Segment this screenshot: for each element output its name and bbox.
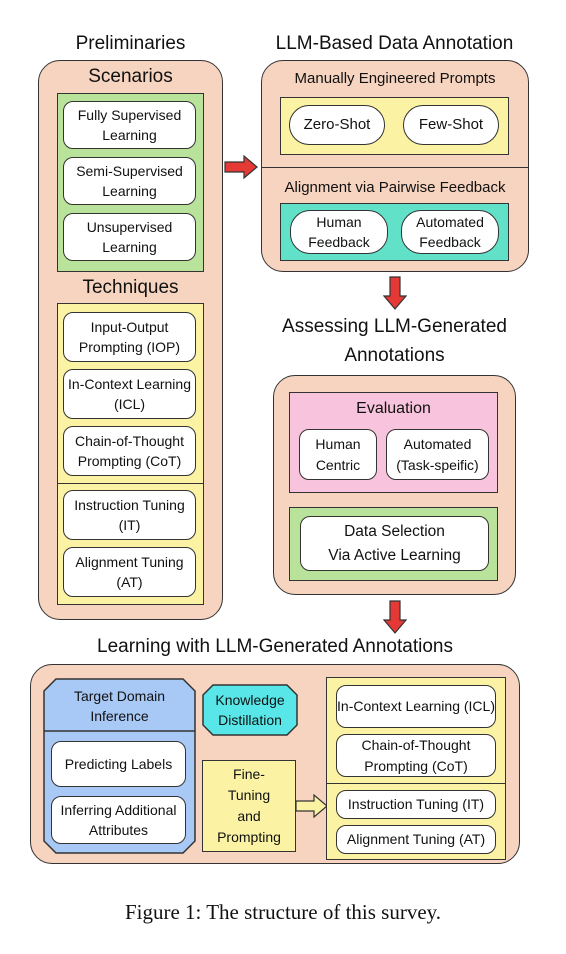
inferring-attributes-box: Inferring Additional Attributes	[51, 796, 186, 844]
predicting-labels-box: Predicting Labels	[51, 741, 186, 787]
automated-feedback-box: Automated Feedback	[401, 210, 499, 254]
preliminaries-title: Preliminaries	[75, 33, 186, 54]
target-domain-heading: Target Domain Inference	[73, 688, 166, 725]
techniques-heading: Techniques	[82, 277, 179, 298]
technique-iop: Input-Output Prompting (IOP)	[63, 312, 196, 362]
technique-icl-label: In-Context Learning (ICL)	[68, 375, 191, 412]
evaluation-heading: Evaluation	[356, 400, 431, 417]
scenario-unsupervised-label: Unsupervised Learning	[86, 218, 173, 255]
arrow-right-outline-icon	[296, 794, 328, 818]
pairwise-feedback-heading: Alignment via Pairwise Feedback	[284, 179, 506, 196]
learning-title: Learning with LLM-Generated Annotations	[97, 636, 453, 657]
automated-feedback-label: Automated Feedback	[416, 213, 484, 250]
manual-prompts-heading: Manually Engineered Prompts	[294, 70, 496, 87]
finetuning-box: Fine-Tuning and Prompting	[202, 760, 296, 852]
zero-shot-box: Zero-Shot	[289, 105, 385, 145]
learning-icl-label: In-Context Learning (ICL)	[337, 698, 495, 715]
learning-at-box: Alignment Tuning (AT)	[336, 825, 496, 854]
learning-at-label: Alignment Tuning (AT)	[346, 831, 486, 848]
learning-cot-box: Chain-of-Thought Prompting (CoT)	[336, 734, 496, 777]
technique-it: Instruction Tuning (IT)	[63, 490, 196, 540]
data-selection-label: Data Selection	[344, 523, 445, 541]
learning-it-label: Instruction Tuning (IT)	[347, 796, 485, 813]
finetuning-label: Fine-Tuning and Prompting	[217, 766, 281, 845]
human-centric-label: Human Centric	[315, 436, 361, 473]
technique-iop-label: Input-Output Prompting (IOP)	[78, 318, 181, 355]
arrow-right-icon	[224, 155, 258, 179]
scenario-semi-supervised-label: Semi-Supervised Learning	[76, 162, 183, 199]
active-learning-label: Via Active Learning	[328, 546, 461, 564]
assessing-title-line2: Annotations	[344, 345, 445, 366]
figure-caption: Figure 1: The structure of this survey.	[124, 900, 442, 924]
inferring-attributes-label: Inferring Additional Attributes	[60, 801, 177, 838]
scenario-semi-supervised: Semi-Supervised Learning	[63, 157, 196, 205]
human-centric-box: Human Centric	[299, 429, 377, 480]
automated-task-label: Automated (Task-speific)	[396, 436, 479, 473]
scenarios-heading: Scenarios	[88, 66, 173, 87]
zero-shot-label: Zero-Shot	[303, 116, 371, 134]
knowledge-distillation-label: Knowledge Distillation	[215, 691, 285, 728]
annotation-title: LLM-Based Data Annotation	[275, 33, 514, 54]
scenario-unsupervised: Unsupervised Learning	[63, 213, 196, 261]
human-feedback-label: Human Feedback	[308, 213, 370, 250]
annotation-divider	[261, 167, 529, 168]
scenario-fully-supervised: Fully Supervised Learning	[63, 101, 196, 149]
data-selection-box: Data Selection Via Active Learning	[300, 516, 489, 571]
technique-at-label: Alignment Tuning (AT)	[75, 553, 184, 590]
predicting-labels-label: Predicting Labels	[64, 755, 173, 772]
human-feedback-box: Human Feedback	[290, 210, 388, 254]
technique-it-label: Instruction Tuning (IT)	[74, 496, 185, 533]
knowledge-distillation-shape	[202, 684, 298, 736]
techniques-divider	[57, 483, 204, 484]
automated-task-box: Automated (Task-speific)	[386, 429, 489, 480]
arrow-down-icon	[383, 276, 407, 310]
technique-at: Alignment Tuning (AT)	[63, 547, 196, 597]
learning-it-box: Instruction Tuning (IT)	[336, 790, 496, 819]
technique-icl: In-Context Learning (ICL)	[63, 369, 196, 419]
technique-cot-label: Chain-of-Thought Prompting (CoT)	[75, 432, 184, 469]
few-shot-box: Few-Shot	[403, 105, 499, 145]
scenario-fully-supervised-label: Fully Supervised Learning	[77, 106, 182, 143]
assessing-title-line1: Assessing LLM-Generated	[282, 316, 507, 337]
learning-icl-box: In-Context Learning (ICL)	[336, 685, 496, 728]
technique-cot: Chain-of-Thought Prompting (CoT)	[63, 426, 196, 476]
few-shot-label: Few-Shot	[418, 116, 484, 134]
learning-cot-label: Chain-of-Thought Prompting (CoT)	[361, 737, 471, 774]
learning-techniques-divider	[326, 783, 506, 784]
arrow-down-icon	[383, 600, 407, 634]
